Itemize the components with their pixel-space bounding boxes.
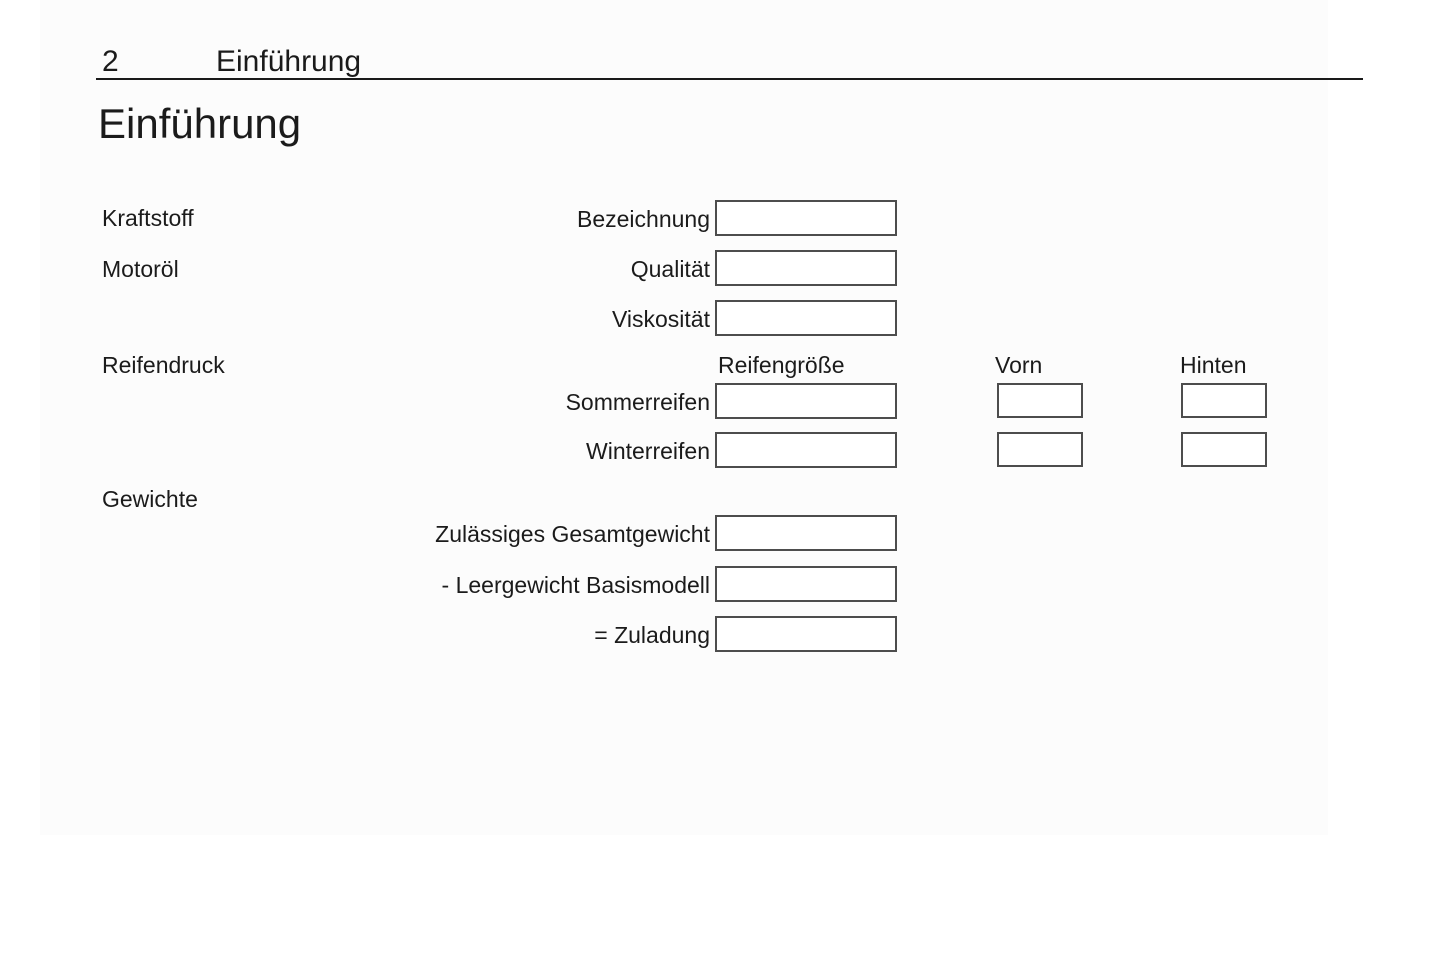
winterreifen-hinten-input[interactable]: [1181, 432, 1267, 467]
leergewicht-input[interactable]: [715, 566, 897, 602]
sommerreifen-hinten-input[interactable]: [1181, 383, 1267, 418]
winterreifen-groesse-input[interactable]: [715, 432, 897, 468]
row-label-sommerreifen: Sommerreifen: [565, 389, 710, 415]
section-label-motoroel: Motoröl: [102, 256, 179, 282]
viskositaet-input[interactable]: [715, 300, 897, 336]
gesamtgewicht-input[interactable]: [715, 515, 897, 551]
chapter-title: Einführung: [98, 100, 302, 147]
section-label-reifendruck: Reifendruck: [102, 352, 225, 378]
header-rule: [96, 78, 1363, 80]
page-number: 2: [102, 45, 119, 78]
field-label-bezeichnung: Bezeichnung: [577, 206, 710, 232]
field-label-qualitaet: Qualität: [630, 256, 710, 282]
section-label-gewichte: Gewichte: [102, 486, 198, 512]
bezeichnung-input[interactable]: [715, 200, 897, 236]
page-panel: 2 Einführung Einführung Kraftstoff Motor…: [40, 0, 1363, 835]
row-label-winterreifen: Winterreifen: [586, 438, 710, 464]
col-header-reifengroesse: Reifengröße: [718, 352, 845, 378]
qualitaet-input[interactable]: [715, 250, 897, 286]
col-header-hinten: Hinten: [1180, 352, 1247, 378]
col-header-vorn: Vorn: [995, 352, 1043, 378]
sommerreifen-vorn-input[interactable]: [997, 383, 1083, 418]
winterreifen-vorn-input[interactable]: [997, 432, 1083, 467]
field-label-gesamtgewicht: Zulässiges Gesamtgewicht: [435, 521, 710, 547]
field-label-leergewicht: - Leergewicht Basismodell: [441, 572, 710, 598]
zuladung-input[interactable]: [715, 616, 897, 652]
section-label-kraftstoff: Kraftstoff: [102, 205, 194, 231]
field-label-zuladung: = Zuladung: [594, 622, 710, 648]
field-label-viskositaet: Viskosität: [611, 306, 710, 332]
running-header: Einführung: [216, 45, 362, 78]
sommerreifen-groesse-input[interactable]: [715, 383, 897, 419]
